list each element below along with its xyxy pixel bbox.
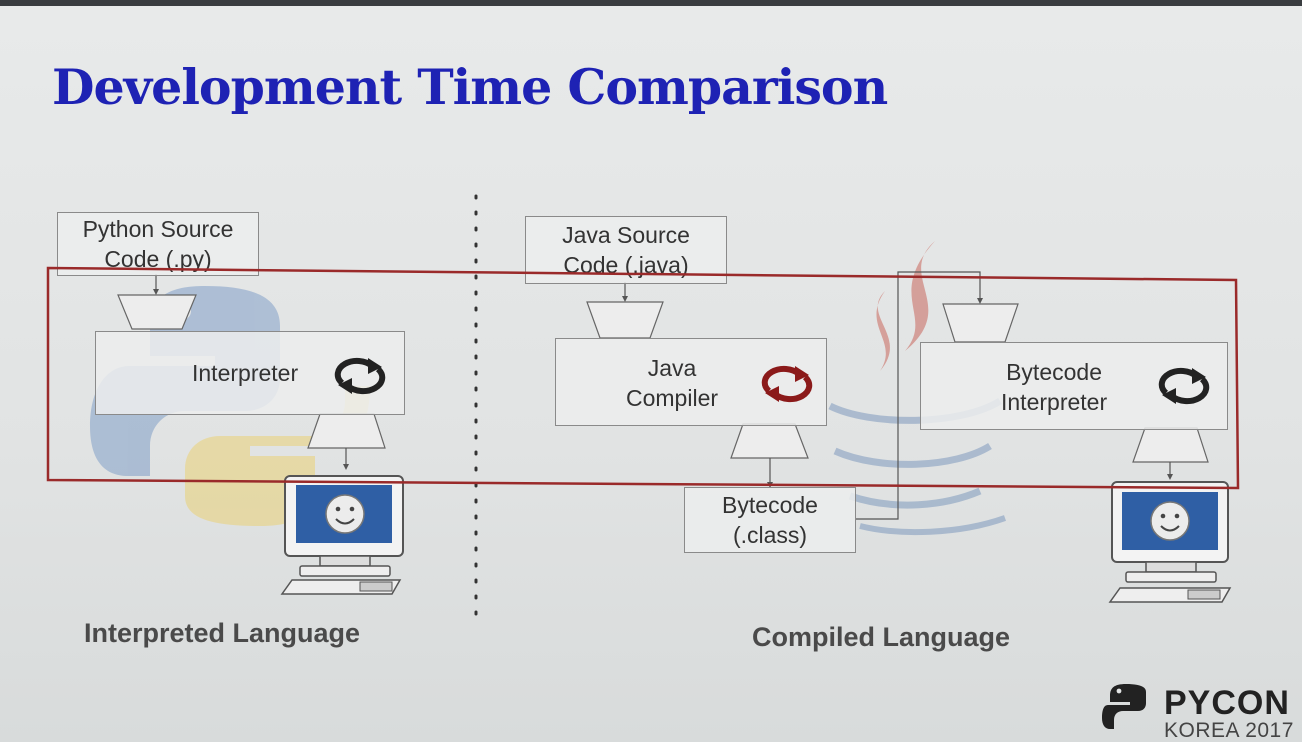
bytecode-interpreter-line2: Interpreter bbox=[1001, 389, 1108, 415]
bytecode-file-box: Bytecode (.class) bbox=[684, 487, 856, 553]
java-source-line1: Java Source bbox=[562, 222, 690, 248]
bytecode-output-funnel bbox=[1132, 427, 1209, 463]
bytecode-file-line1: Bytecode bbox=[722, 492, 818, 518]
compiled-language-label: Compiled Language bbox=[752, 622, 1011, 652]
java-compiler-line2: Compiler bbox=[626, 385, 719, 411]
interpreter-label: Interpreter bbox=[192, 360, 299, 386]
cycle-arrows-icon bbox=[334, 357, 386, 395]
java-source-box: Java Source Code (.java) bbox=[525, 216, 727, 284]
output-funnel bbox=[307, 413, 386, 449]
computer-smiley-icon bbox=[280, 475, 404, 595]
cycle-arrows-icon bbox=[761, 365, 813, 403]
python-source-line2: Code (.py) bbox=[104, 246, 212, 272]
java-source-line2: Code (.java) bbox=[563, 252, 689, 278]
cycle-arrows-icon bbox=[1158, 367, 1210, 405]
computer-smiley-icon bbox=[1108, 481, 1232, 603]
pycon-logo-icon bbox=[1102, 684, 1146, 729]
java-input-funnel bbox=[586, 301, 664, 339]
brand-edition: KOREA 2017 bbox=[1164, 719, 1294, 742]
interpreted-language-label: Interpreted Language bbox=[84, 618, 361, 648]
bytecode-input-funnel bbox=[942, 303, 1019, 343]
pycon-brand: PYCON KOREA 2017 bbox=[1164, 686, 1294, 741]
python-source-line1: Python Source bbox=[82, 216, 234, 242]
brand-name: PYCON bbox=[1164, 684, 1290, 722]
top-bar bbox=[0, 0, 1302, 6]
python-source-box: Python Source Code (.py) bbox=[57, 212, 259, 276]
bytecode-interpreter-line1: Bytecode bbox=[1006, 359, 1102, 385]
slide-title: Development Time Comparison bbox=[52, 58, 888, 116]
slide: Development Time Comparison bbox=[0, 6, 1302, 742]
input-funnel bbox=[117, 294, 197, 330]
java-output-funnel bbox=[730, 423, 809, 459]
java-compiler-line1: Java bbox=[647, 355, 697, 381]
bytecode-file-line2: (.class) bbox=[732, 522, 808, 548]
